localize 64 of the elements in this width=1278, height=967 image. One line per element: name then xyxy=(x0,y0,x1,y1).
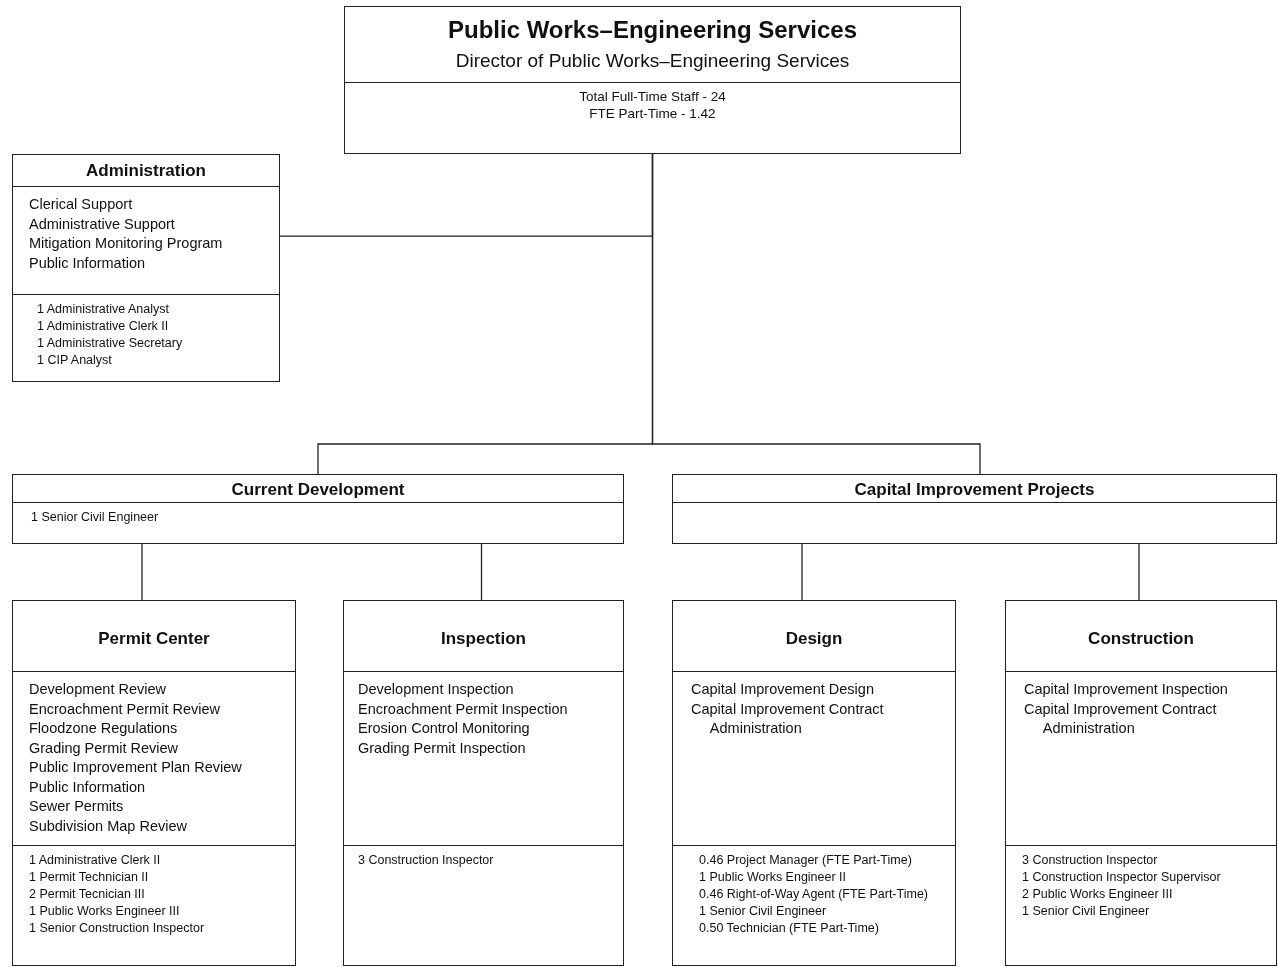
function-item: Public Information xyxy=(29,253,147,273)
department-title: Public Works–Engineering Services xyxy=(446,15,858,45)
staff-item: 1 Public Works Engineer III xyxy=(29,902,181,920)
staff-item: 1 CIP Analyst xyxy=(37,351,113,369)
function-item: Sewer Permits xyxy=(29,797,125,817)
staff-item: 1 Senior Construction Inspector xyxy=(29,919,206,937)
org-unit-box xyxy=(344,6,961,154)
connector-line xyxy=(801,543,803,601)
connector-line xyxy=(651,153,981,475)
staff-item: 3 Construction Inspector xyxy=(358,852,495,869)
org-unit-box xyxy=(343,600,624,966)
connector-line xyxy=(480,543,483,601)
org-unit-box xyxy=(12,600,296,966)
function-item: Public Improvement Plan Review xyxy=(29,758,243,778)
staff-item: 0.46 Right-of-Way Agent (FTE Part-Time) xyxy=(699,885,929,903)
staff-item: 1 Construction Inspector Supervisor xyxy=(1022,868,1222,886)
org-unit-box xyxy=(12,154,280,382)
staff-item: 1 Senior Civil Engineer xyxy=(31,509,160,526)
unit-heading: Inspection xyxy=(440,628,527,650)
staff-total: Total Full-Time Staff - 24 xyxy=(578,89,727,106)
staff-item: 1 Senior Civil Engineer xyxy=(1022,902,1151,920)
function-item: Capital Improvement Contract Administration xyxy=(691,699,885,739)
function-item: Encroachment Permit Review xyxy=(29,699,221,719)
staff-item: 1 Permit Technician II xyxy=(29,868,150,886)
function-item: Administrative Support xyxy=(29,214,176,234)
org-unit-box xyxy=(672,474,1277,544)
function-item: Development Inspection xyxy=(358,680,515,699)
function-item: Capital Improvement Inspection xyxy=(1024,680,1229,699)
org-unit-box xyxy=(672,600,956,966)
org-unit-box xyxy=(1005,600,1277,966)
unit-heading: Current Development xyxy=(230,479,406,501)
unit-heading: Administration xyxy=(85,160,207,182)
staff-item: 1 Senior Civil Engineer xyxy=(699,902,828,920)
function-item: Capital Improvement Contract Administration xyxy=(1024,699,1218,739)
function-item: Erosion Control Monitoring xyxy=(358,719,531,739)
staff-item: 1 Public Works Engineer II xyxy=(699,868,848,886)
staff-item: 2 Permit Tecnician III xyxy=(29,885,146,903)
function-item: Subdivision Map Review xyxy=(29,816,188,836)
staff-item: 1 Administrative Clerk II xyxy=(29,852,162,869)
staff-item: 0.50 Technician (FTE Part-Time) xyxy=(699,919,880,937)
staff-item: 1 Administrative Clerk II xyxy=(37,317,170,335)
org-unit-box xyxy=(12,474,624,544)
function-item: Grading Permit Review xyxy=(29,738,180,758)
unit-heading: Permit Center xyxy=(97,628,211,650)
director-title: Director of Public Works–Engineering Services xyxy=(454,49,851,73)
function-item: Development Review xyxy=(29,680,167,699)
staff-item: 3 Construction Inspector xyxy=(1022,852,1159,869)
function-item: Capital Improvement Design xyxy=(691,680,875,699)
function-item: Public Information xyxy=(29,777,147,797)
function-item: Grading Permit Inspection xyxy=(358,738,527,758)
staff-item: 1 Administrative Analyst xyxy=(37,301,170,318)
unit-heading: Construction xyxy=(1087,628,1195,650)
staff-item: 2 Public Works Engineer III xyxy=(1022,885,1174,903)
unit-heading: Capital Improvement Projects xyxy=(853,479,1096,501)
connector-line xyxy=(141,543,143,601)
connector-line xyxy=(1138,543,1140,601)
function-item: Mitigation Monitoring Program xyxy=(29,234,224,254)
function-item: Encroachment Permit Inspection xyxy=(358,699,569,719)
staff-item: 1 Administrative Secretary xyxy=(37,334,184,352)
function-item: Clerical Support xyxy=(29,195,134,214)
unit-heading: Design xyxy=(784,628,844,650)
staff-item: 0.46 Project Manager (FTE Part-Time) xyxy=(699,852,913,869)
function-item: Floodzone Regulations xyxy=(29,719,179,739)
staff-total: FTE Part-Time - 1.42 xyxy=(588,105,717,123)
